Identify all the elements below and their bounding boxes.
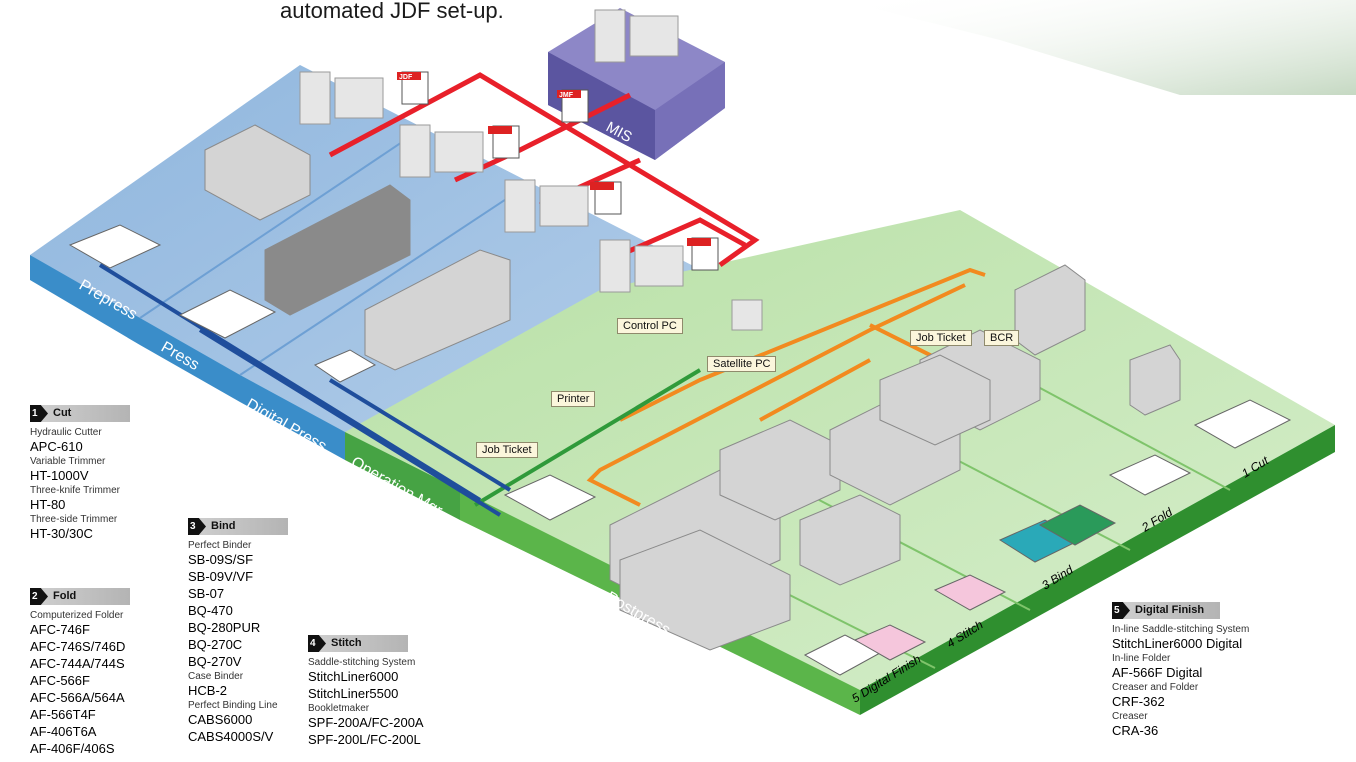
control-pc-label: Control PC [617,318,683,334]
mis-box [548,8,725,160]
satellite-pc-label: Satellite PC [707,356,777,372]
computers [299,9,763,331]
job-ticket-label: Job Ticket [476,442,538,458]
caption: automated JDF set-up. [280,0,504,23]
jdf-icon [397,71,719,271]
jmf-icon [557,89,589,123]
job-ticket-label-right: Job Ticket [910,330,972,346]
prepress-link [98,263,512,517]
jmf-label: JMF [559,92,574,99]
corner-decoration [840,0,1356,95]
jdf-label: JDF [399,74,413,81]
operation-link [473,368,702,507]
bcr-label: BCR [984,330,1020,346]
machines [204,124,1181,651]
printer-label: Printer [551,391,596,407]
paper-stacks [68,224,1292,676]
doc-labels: JDF JMF [399,74,574,99]
